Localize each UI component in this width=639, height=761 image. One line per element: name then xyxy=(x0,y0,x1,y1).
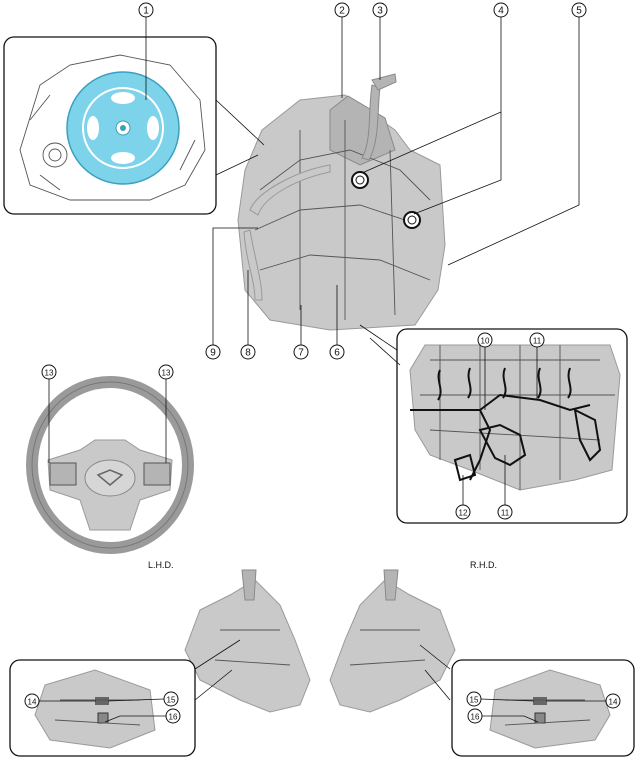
shift-lever-rhd xyxy=(329,569,456,713)
callout-16-lhd: 16 xyxy=(165,708,181,724)
svg-text:6: 6 xyxy=(334,348,340,359)
svg-text:15: 15 xyxy=(470,696,479,705)
lhd-label: L.H.D. xyxy=(148,560,174,570)
sensor-lower xyxy=(403,211,421,229)
svg-text:1: 1 xyxy=(143,6,149,17)
callout-16-rhd: 16 xyxy=(467,708,483,724)
lhd-switch-inset xyxy=(9,659,196,757)
svg-text:8: 8 xyxy=(245,348,251,359)
callout-12: 12 xyxy=(455,504,471,520)
svg-text:15: 15 xyxy=(167,696,176,705)
steering-wheel xyxy=(26,376,194,554)
callout-2: 2 xyxy=(334,2,350,18)
callout-15-lhd: 15 xyxy=(163,691,179,707)
svg-text:7: 7 xyxy=(298,348,304,359)
svg-text:9: 9 xyxy=(210,348,216,359)
callout-8: 8 xyxy=(240,344,256,360)
callout-11-top: 11 xyxy=(529,332,545,348)
callout-5: 5 xyxy=(571,2,587,18)
callout-9: 9 xyxy=(205,344,221,360)
callout-14-lhd: 14 xyxy=(24,693,40,709)
valve-body-inset xyxy=(359,324,628,524)
callout-6: 6 xyxy=(329,344,345,360)
svg-text:10: 10 xyxy=(481,337,490,346)
svg-text:4: 4 xyxy=(498,6,504,17)
svg-text:5: 5 xyxy=(576,6,582,17)
svg-text:3: 3 xyxy=(377,6,383,17)
callout-13-right: 13 xyxy=(158,364,174,380)
callout-11-bottom: 11 xyxy=(497,504,513,520)
svg-text:13: 13 xyxy=(162,369,171,378)
callout-4: 4 xyxy=(493,2,509,18)
svg-text:11: 11 xyxy=(533,337,542,346)
steering-switch-right xyxy=(143,462,171,486)
callout-15-rhd: 15 xyxy=(466,691,482,707)
svg-text:13: 13 xyxy=(45,369,54,378)
rhd-label: R.H.D. xyxy=(470,560,497,570)
callout-3: 3 xyxy=(372,2,388,18)
steering-switch-left xyxy=(49,462,77,486)
svg-text:11: 11 xyxy=(501,509,510,518)
transaxle-assembly xyxy=(237,73,446,331)
sensor-upper xyxy=(351,171,369,189)
shift-lever-lhd xyxy=(184,569,311,713)
rhd-switch-inset xyxy=(451,659,635,757)
svg-text:16: 16 xyxy=(169,713,178,722)
svg-text:2: 2 xyxy=(339,6,345,17)
svg-text:16: 16 xyxy=(471,713,480,722)
callout-7: 7 xyxy=(293,344,309,360)
callout-1: 1 xyxy=(138,2,154,18)
callout-13-left: 13 xyxy=(41,364,57,380)
drive-plate-inset xyxy=(3,36,265,215)
svg-text:14: 14 xyxy=(28,698,37,707)
leader-lines xyxy=(38,17,606,723)
svg-text:14: 14 xyxy=(609,698,618,707)
callout-14-rhd: 14 xyxy=(605,693,621,709)
callout-10: 10 xyxy=(477,332,493,348)
svg-text:12: 12 xyxy=(459,509,468,518)
